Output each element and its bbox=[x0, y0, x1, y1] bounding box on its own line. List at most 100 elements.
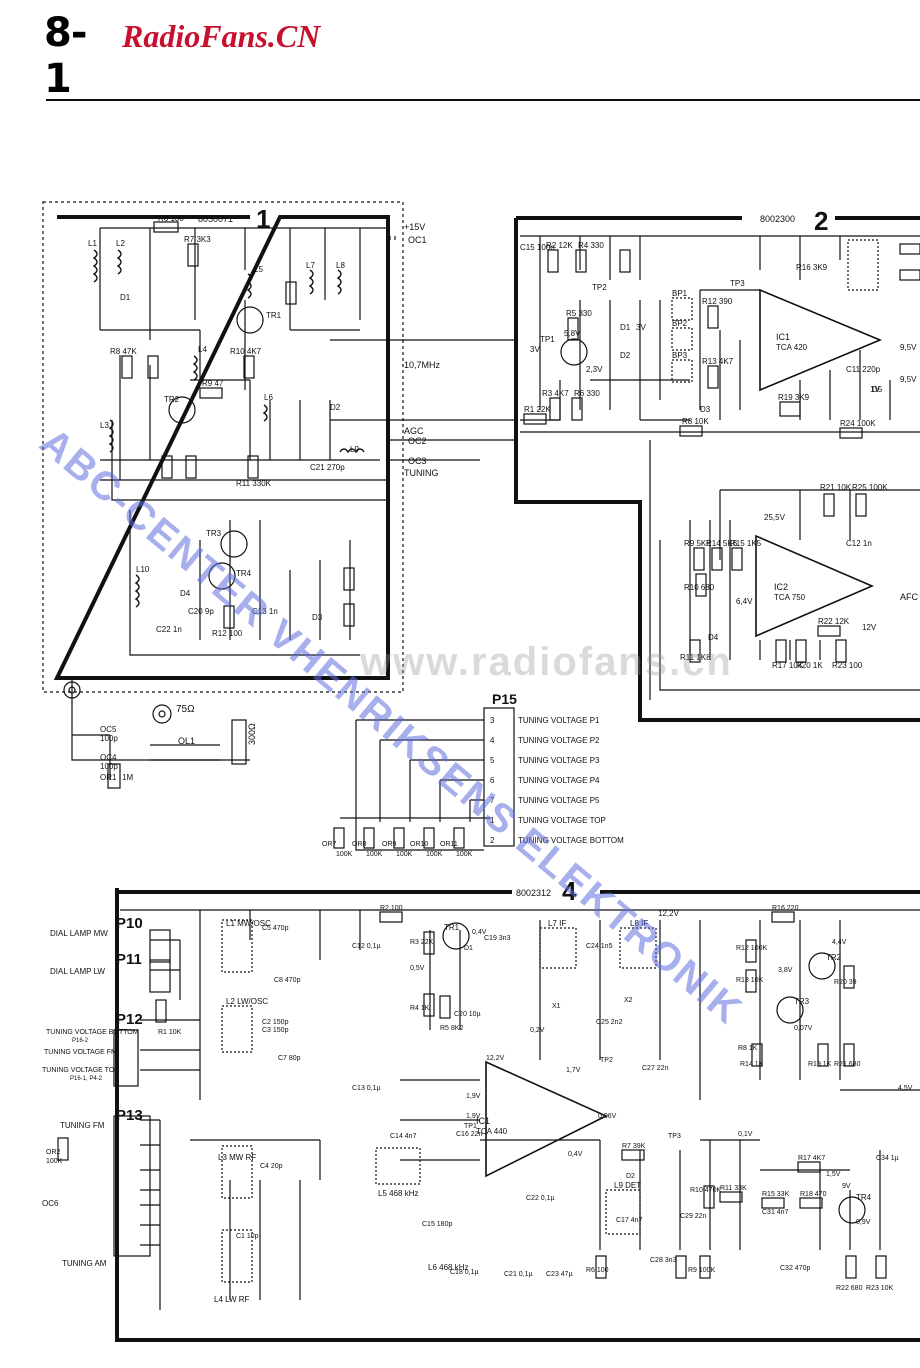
oc4-label: OC4 bbox=[100, 753, 117, 762]
b4-c-53: D2 bbox=[626, 1173, 635, 1180]
b4-c-49: C34 1µ bbox=[876, 1155, 899, 1162]
b4-c-11: R12 100K bbox=[736, 945, 767, 952]
b4-c-18: R19 1K bbox=[808, 1061, 832, 1068]
oc1-label: OC1 bbox=[408, 235, 427, 245]
b1-comp-0: R6 100 bbox=[158, 214, 184, 223]
p12-sub-1: P16-1, P4-2 bbox=[70, 1076, 103, 1082]
p15-res-ref-0: OR7 bbox=[322, 841, 337, 848]
b2-comp-21: R20 1K bbox=[796, 661, 823, 670]
b4-c-19: R20 39 bbox=[834, 979, 857, 986]
p15-ref: P15 bbox=[492, 691, 517, 707]
b2-comp-12: R21 10K bbox=[820, 483, 852, 492]
b2-comp-19: R15 1K5 bbox=[730, 539, 762, 548]
b2-volt-6: 3V bbox=[530, 345, 540, 354]
b2-comp-18: R14 5K6 bbox=[706, 539, 738, 548]
b2-comp-20: R17 10K bbox=[772, 661, 804, 670]
afc-label: AFC bbox=[900, 592, 919, 602]
p15-pin-3: 6 bbox=[490, 776, 495, 785]
b4-coil-6: L7 IF bbox=[548, 919, 566, 928]
p12-sub-0: P16-2 bbox=[72, 1038, 89, 1044]
b4-coil-2: L3 MW RF bbox=[218, 1153, 256, 1162]
b4-c-30: C12 0,1µ bbox=[352, 943, 381, 950]
b4-v-8: 0,4V bbox=[568, 1151, 583, 1158]
b2-comp-1: R2 12K bbox=[546, 241, 573, 250]
page-number: 8-1 bbox=[44, 10, 87, 102]
b4-v-14: 1,5V bbox=[826, 1171, 841, 1178]
block2-frame bbox=[514, 216, 920, 722]
b4-c-3: R4 1K bbox=[410, 1005, 430, 1012]
b4-ic1-ref: IC1 bbox=[476, 1116, 490, 1126]
b2-comp-35: D4 bbox=[708, 633, 719, 642]
b4-c-35: C17 4n7 bbox=[616, 1217, 643, 1224]
ic2-type-label: TCA 750 bbox=[774, 593, 806, 602]
b4-c-15: R16 220 bbox=[772, 905, 799, 912]
b1-comp-9: TR3 bbox=[206, 529, 222, 538]
b1-comp-4: R10 4K7 bbox=[230, 347, 262, 356]
b1-comp-28: C21 270p bbox=[310, 463, 345, 472]
b4-c-38: C20 10µ bbox=[454, 1011, 481, 1018]
p12-label-0: TUNING VOLTAGE BOTTOM bbox=[46, 1029, 139, 1036]
b4-v-4: 1,9V bbox=[466, 1093, 481, 1100]
block2-transistors bbox=[560, 338, 588, 366]
b4-c-31: C13 0,1µ bbox=[352, 1085, 381, 1092]
balun-label: OL1 bbox=[178, 736, 195, 746]
b1-comp-14: L4 bbox=[198, 345, 207, 354]
b2-comp-9: R13 4K7 bbox=[702, 357, 734, 366]
b4-c-52: D1 bbox=[464, 945, 473, 952]
p10-label: DIAL LAMP MW bbox=[50, 929, 108, 938]
block1-number: 1 bbox=[256, 204, 270, 234]
b4-c-2: R3 22K bbox=[410, 939, 434, 946]
p10-ref: P10 bbox=[116, 915, 143, 932]
b4-c-36: C18 0,1µ bbox=[450, 1269, 479, 1276]
b4-c-40: C22 0,1µ bbox=[526, 1195, 555, 1202]
b4-tr-0: TR1 bbox=[444, 923, 460, 932]
b4-coil-8: L9 DET bbox=[614, 1181, 641, 1190]
block4-code: 8002312 bbox=[516, 888, 551, 898]
b4-c-4: R5 8K2 bbox=[440, 1025, 463, 1032]
p12-ref: P12 bbox=[116, 1011, 143, 1028]
b4-v-13: 4,5V bbox=[898, 1085, 913, 1092]
b2-volt-2: 1V bbox=[870, 385, 880, 394]
b1-comp-5: R11 330K bbox=[236, 479, 272, 488]
p15-res-val-0: 100K bbox=[336, 851, 353, 858]
b4-coil-4: L5 468 kHz bbox=[378, 1189, 418, 1198]
block4-coil-cans bbox=[221, 919, 657, 1283]
b1-comp-2: R8 47K bbox=[110, 347, 137, 356]
b4-c-12: R13 10K bbox=[736, 977, 764, 984]
or1-value: 1M bbox=[122, 773, 133, 782]
block4-number: 4 bbox=[562, 876, 577, 906]
b4-v-2: 0,2V bbox=[530, 1027, 545, 1034]
b4-coil-3: L4 LW RF bbox=[214, 1295, 250, 1304]
or2-value: 100K bbox=[46, 1158, 63, 1165]
b4-v-9: 0,1V bbox=[738, 1131, 753, 1138]
b4-c-39: C21 0,1µ bbox=[504, 1271, 533, 1278]
b4-coil-5: L6 468 kHz bbox=[428, 1263, 468, 1272]
b1-comp-3: R9 47 bbox=[202, 379, 224, 388]
b1-comp-10: TR4 bbox=[236, 569, 252, 578]
b4-c-32: C14 4n7 bbox=[390, 1133, 417, 1140]
p11-label: DIAL LAMP LW bbox=[50, 967, 105, 976]
b4-ic1-type: TCA 440 bbox=[476, 1127, 508, 1136]
b1-comp-18: L8 bbox=[336, 261, 345, 270]
p15-res-ref-2: OR9 bbox=[382, 841, 397, 848]
b4-c-33: C15 180p bbox=[422, 1221, 452, 1228]
b4-coil-0: L1 MW/OSC bbox=[226, 919, 271, 928]
p15-label-0: TUNING VOLTAGE P1 bbox=[518, 716, 600, 725]
or1-label: OR1 bbox=[100, 773, 117, 782]
p15-res-val-1: 100K bbox=[366, 851, 383, 858]
b2-comp-22: R22 12K bbox=[818, 617, 850, 626]
b4-c-46: C29 22n bbox=[680, 1213, 707, 1220]
b1-comp-6: R12 100 bbox=[212, 629, 243, 638]
b4-coil-1: L2 LW/OSC bbox=[226, 997, 268, 1006]
tuning-label: TUNING bbox=[404, 468, 439, 478]
b4-c-6: R7 39K bbox=[622, 1143, 646, 1150]
b4-supply-label: 12,2V bbox=[658, 909, 680, 918]
ic1-ref-label: IC1 bbox=[776, 332, 790, 342]
b1-comp-27: C13 1n bbox=[252, 607, 278, 616]
b2-comp-30: TP2 bbox=[592, 283, 607, 292]
block1-wiring bbox=[63, 227, 516, 789]
b4-c-28: C7 80p bbox=[278, 1055, 301, 1062]
b2-comp-29: TP1 bbox=[540, 335, 555, 344]
b1-comp-11: L1 bbox=[88, 239, 97, 248]
block1-supply-label: +15V bbox=[404, 222, 425, 232]
